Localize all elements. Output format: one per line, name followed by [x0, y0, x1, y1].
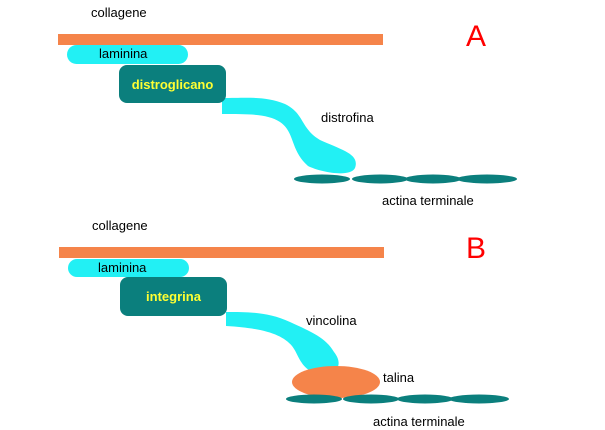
dystroglycan-box: distroglicano [119, 65, 226, 103]
actin-filament [352, 174, 408, 184]
actin-filament [457, 174, 517, 184]
talin-blob [292, 366, 380, 398]
collagen-label: collagene [92, 218, 148, 233]
collagen-label: collagene [91, 5, 147, 20]
distrophin-connector [222, 97, 356, 174]
actin-filament [343, 394, 399, 404]
integrin-box: integrina [120, 277, 227, 316]
laminin-pill: laminina [67, 45, 188, 64]
laminin-label: laminina [98, 260, 147, 275]
panel-letter-b: B [466, 232, 487, 265]
laminin-pill: laminina [68, 259, 189, 277]
dystroglycan-label: distroglicano [131, 76, 214, 92]
panel-letter-a: A [466, 20, 487, 53]
dystrophin-label: distrofina [321, 110, 374, 125]
collagen-bar [58, 34, 383, 45]
actin-filament [294, 174, 350, 184]
collagen-bar [59, 247, 384, 258]
actin-filament [449, 394, 509, 404]
actin-label: actina terminale [382, 193, 474, 208]
actin-filament [286, 394, 342, 404]
actin-label: actina terminale [373, 414, 465, 429]
integrin-label: integrina [146, 289, 201, 304]
laminin-label: laminina [99, 46, 148, 61]
actin-filament [397, 394, 453, 404]
actin-filament [405, 174, 461, 184]
vinculin-connector [226, 312, 339, 376]
talin-label: talina [383, 370, 415, 385]
vinculin-label: vincolina [306, 313, 357, 328]
